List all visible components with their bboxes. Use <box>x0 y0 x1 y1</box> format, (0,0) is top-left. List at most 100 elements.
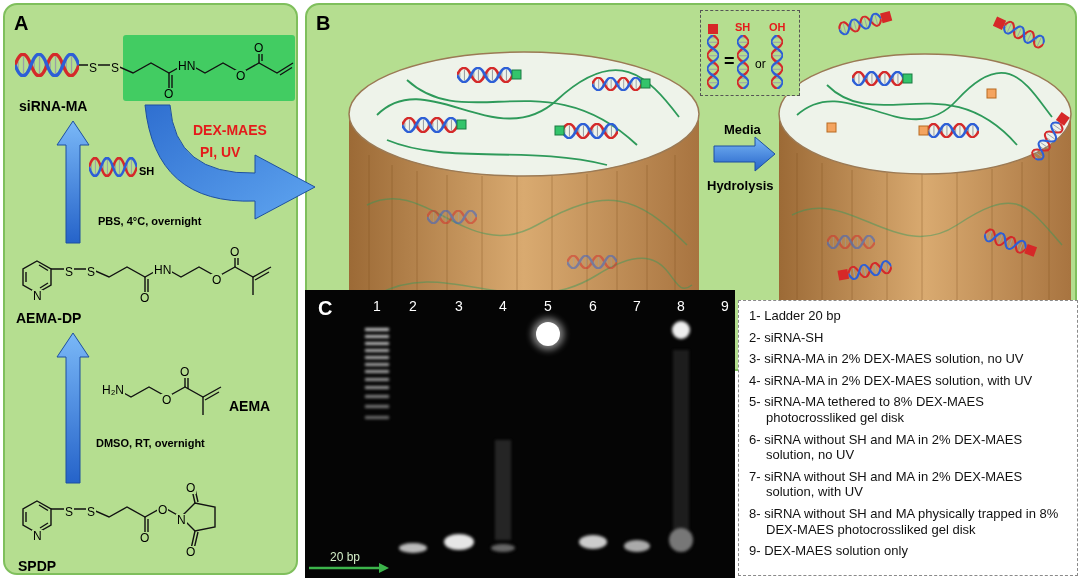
structure-name-holder: AEMA <box>229 398 270 414</box>
inset-text: OH <box>769 22 786 33</box>
hydrogel-disk <box>367 199 692 295</box>
lane-key-entry: 4- siRNA-MA in 2% DEX-MAES solution, wit… <box>749 373 1067 389</box>
structure-name: SPDP <box>18 559 56 573</box>
process-arrow <box>714 137 775 171</box>
atom-label: S <box>86 266 96 278</box>
gel-bands <box>365 386 389 389</box>
atom-label-holder: H₂N <box>101 381 125 397</box>
inset-text-holder: OH <box>769 18 786 34</box>
hydrogel-disk <box>555 126 564 135</box>
lane-number: 5 <box>544 299 552 313</box>
atom-label-holder: S <box>64 503 74 519</box>
group-label: SH <box>139 166 154 177</box>
chemical-bond <box>191 485 198 549</box>
process-label: Hydrolysis <box>707 179 773 192</box>
atom-label-holder: HN <box>177 57 196 73</box>
atom-label: S <box>88 62 98 74</box>
released-sirna <box>1001 20 1046 50</box>
inset-illustration <box>772 35 783 89</box>
atom-label: N <box>176 514 187 526</box>
reaction-arrow <box>57 333 89 483</box>
lane-number: 8 <box>677 299 685 313</box>
hydrolysed-gel-disk <box>827 236 875 249</box>
gel-bands <box>624 540 650 552</box>
atom-label-holder: O <box>163 85 174 101</box>
lane-number: 9 <box>721 299 729 313</box>
process-label: Media <box>724 123 761 136</box>
reaction-swoosh <box>145 105 315 219</box>
marker-label: 20 bp <box>330 551 360 563</box>
hydrogel-disk <box>402 118 458 132</box>
hydrolysed-gel-disk <box>827 85 1017 145</box>
chemical-bond <box>26 265 48 288</box>
chemical-bond <box>169 45 292 91</box>
inset-illustration <box>708 24 718 34</box>
atom-label-holder: N <box>32 287 43 303</box>
gel-image: C20 bp123456789 <box>305 290 735 578</box>
structure-name: siRNA-MA <box>19 99 87 113</box>
panel-letter: B <box>316 13 330 33</box>
atom-label: O <box>179 366 190 378</box>
chemical-bond <box>145 249 269 295</box>
hydrogel-disk <box>427 211 477 224</box>
lane-number-holder: 7 <box>633 298 641 314</box>
atom-label: O <box>253 42 264 54</box>
hydrogel-disk <box>641 79 650 88</box>
atom-label-holder: O <box>185 543 196 559</box>
gel-bands <box>495 440 511 540</box>
released-sirna <box>1030 119 1066 162</box>
lane-number: 1 <box>373 299 381 313</box>
gel-bands <box>673 350 689 530</box>
atom-label: O <box>161 394 172 406</box>
atom-label-holder: S <box>88 59 98 75</box>
panel-a-illustration <box>5 5 296 573</box>
atom-label: HN <box>177 60 196 72</box>
reagent-label-holder: PI, UV <box>200 144 240 160</box>
lane-number-holder: 1 <box>373 298 381 314</box>
atom-label: O <box>185 482 196 494</box>
chemical-bond <box>26 505 48 528</box>
gel-bands <box>365 370 389 373</box>
released-sirna <box>880 11 892 23</box>
hydrolysed-gel-disk <box>927 124 979 138</box>
gel-bands <box>579 535 607 549</box>
lane-number-holder: 9 <box>721 298 729 314</box>
gel-bands <box>365 356 389 359</box>
lane-number-holder: 3 <box>455 298 463 314</box>
inset-text-holder: or <box>755 55 766 71</box>
hydrolysed-gel-disk <box>797 73 1052 120</box>
atom-label-holder: N <box>32 527 43 543</box>
panel-letter-holder: C <box>318 298 332 318</box>
condition-label: DMSO, RT, overnight <box>96 438 205 449</box>
inset-box: =SHorOH <box>700 10 800 96</box>
gel-bands <box>672 321 690 339</box>
lane-number-holder: 2 <box>409 298 417 314</box>
lane-key-entry: 5- siRNA-MA tethered to 8% DEX-MAES phot… <box>749 394 1067 425</box>
atom-label-holder: O <box>157 501 168 517</box>
released-sirna <box>982 228 1037 258</box>
hydrogel-disk <box>387 140 607 165</box>
lane-key-entry: 2- siRNA-SH <box>749 330 1067 346</box>
atom-label-holder: O <box>161 391 172 407</box>
released-sirna <box>847 260 893 280</box>
atom-label: S <box>64 266 74 278</box>
condition-label: PBS, 4°C, overnight <box>98 216 201 227</box>
atom-label-holder: HN <box>153 261 172 277</box>
atom-label-holder: O <box>235 67 246 83</box>
hydrogel-disk <box>377 70 679 118</box>
hydrogel-disk <box>367 199 687 245</box>
hydrogel-disk <box>349 52 699 176</box>
structure-name-holder: SPDP <box>18 558 56 574</box>
released-sirna <box>837 10 1071 282</box>
atom-label: N <box>32 530 43 542</box>
released-sirna <box>982 228 1028 255</box>
lane-key-entry: 1- Ladder 20 bp <box>749 308 1067 324</box>
atom-label: O <box>157 504 168 516</box>
inset-illustration <box>738 35 749 89</box>
condition-label-holder: DMSO, RT, overnight <box>96 434 205 450</box>
reagent-label: PI, UV <box>200 145 240 159</box>
chemical-bond <box>23 261 51 293</box>
panel-letter: A <box>14 13 28 33</box>
gel-bands <box>491 544 515 552</box>
